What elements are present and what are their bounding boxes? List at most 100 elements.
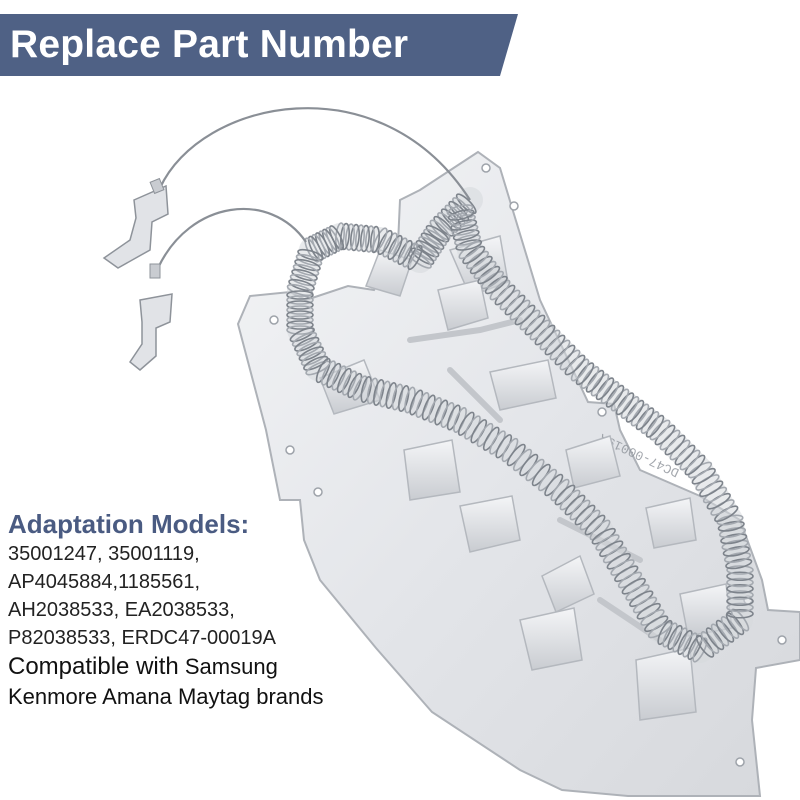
- coil-loop: [425, 225, 450, 243]
- coil-loop: [726, 602, 754, 613]
- coil-loop: [397, 239, 413, 266]
- coil-loop: [600, 381, 620, 404]
- coil-loop: [294, 258, 321, 272]
- coil-loop: [489, 279, 511, 301]
- coil-loop: [398, 385, 410, 412]
- coil-loop: [370, 225, 380, 254]
- banner-title: Replace Part Number: [10, 23, 409, 66]
- coil-loop: [564, 354, 586, 376]
- coil-loop: [296, 341, 322, 357]
- coil-loop: [499, 289, 521, 311]
- coil-loop: [682, 632, 698, 658]
- coil-loop: [539, 329, 561, 351]
- coil-loop: [446, 404, 461, 431]
- models-heading: Adaptation Models:: [8, 509, 250, 539]
- coil-loop: [715, 619, 735, 643]
- coil-loop: [355, 224, 365, 252]
- coil-loop: [494, 284, 516, 306]
- coil-loop: [640, 411, 660, 434]
- coil-loop: [295, 253, 323, 267]
- coil-loop: [336, 367, 352, 394]
- coil-loop: [360, 376, 372, 403]
- coil-loop: [373, 379, 385, 406]
- coil-loop: [415, 392, 430, 418]
- coil-loop: [409, 389, 424, 416]
- coil-loop: [695, 634, 715, 658]
- coil-loop: [297, 248, 324, 262]
- coil-loop: [726, 583, 754, 594]
- coil-loop: [519, 309, 541, 331]
- coil-loop: [452, 229, 480, 241]
- coil-loop: [726, 608, 754, 619]
- coil-loop: [291, 268, 318, 282]
- coil-loop: [481, 270, 504, 290]
- banner-background: [0, 14, 518, 76]
- coil-loop: [662, 622, 678, 648]
- coil-loop: [718, 527, 747, 538]
- coil-loop: [630, 403, 650, 427]
- coil-loop: [402, 242, 418, 268]
- coil-loop: [726, 596, 754, 607]
- coil-loop: [377, 229, 393, 256]
- coil-loop: [590, 373, 610, 397]
- coil-loop: [564, 494, 586, 516]
- coil-loop: [454, 234, 481, 246]
- coil-loop: [664, 434, 686, 456]
- coil-loop: [446, 204, 474, 216]
- coil-loop: [580, 366, 600, 389]
- coil-loop: [350, 223, 360, 252]
- coil-loop: [672, 627, 688, 653]
- wire-terminal-upper: [102, 177, 169, 269]
- coil-loop: [292, 263, 320, 277]
- coil-loop: [674, 444, 696, 466]
- coil-loop: [554, 344, 576, 366]
- coil-loop: [710, 623, 730, 647]
- coil-loop: [473, 260, 497, 280]
- coil-loop: [286, 325, 314, 335]
- coil-loop: [524, 314, 546, 336]
- coil-loop: [458, 240, 482, 260]
- coil-loop: [433, 215, 455, 237]
- coil-loop: [529, 319, 551, 341]
- coil-loop: [574, 504, 596, 526]
- coil-loop: [615, 392, 635, 416]
- coil-loop: [723, 552, 752, 563]
- coil-loop: [404, 386, 416, 414]
- coil-loop: [450, 219, 478, 231]
- coil-loop: [321, 360, 336, 386]
- coil-loop: [379, 380, 391, 408]
- coil-loop: [434, 399, 449, 426]
- coil-loop: [477, 265, 501, 285]
- coil-loop: [413, 243, 437, 262]
- coil-loop: [420, 232, 445, 250]
- info-block: Adaptation Models: 35001247, 35001119, A…: [8, 508, 428, 712]
- wire-terminal-lower: [128, 263, 173, 371]
- coil-loop: [720, 533, 748, 545]
- coil-loop: [534, 324, 556, 346]
- coil-loop: [423, 228, 447, 247]
- coil-loop: [722, 545, 750, 557]
- coil-loop: [455, 239, 483, 251]
- coil-loop: [303, 355, 329, 371]
- coil-loop: [331, 365, 347, 391]
- coil-loop: [684, 454, 706, 476]
- coil-loop: [286, 290, 314, 300]
- coil-loop: [347, 372, 363, 399]
- coil-loop: [726, 571, 754, 582]
- coil-loop: [570, 358, 590, 382]
- coil-loop: [289, 273, 317, 287]
- coil-loop: [447, 209, 475, 221]
- coil-loop: [415, 240, 440, 258]
- compatibility-line-1: Compatible with Samsung: [8, 652, 428, 682]
- coil-loop: [449, 214, 476, 226]
- coil-loop: [559, 349, 581, 371]
- coil-loop: [659, 429, 681, 451]
- coil-loop: [455, 193, 477, 215]
- coil-loop: [667, 624, 683, 651]
- coil-loop: [352, 375, 368, 401]
- compatibility-line-2: Kenmore Amana Maytag brands: [8, 684, 324, 709]
- model-line-3: AH2038533, EA2038533,: [8, 599, 235, 621]
- coil-loop: [569, 499, 591, 521]
- compat-lead: Compatible with: [8, 653, 179, 680]
- coil-loop: [605, 384, 625, 408]
